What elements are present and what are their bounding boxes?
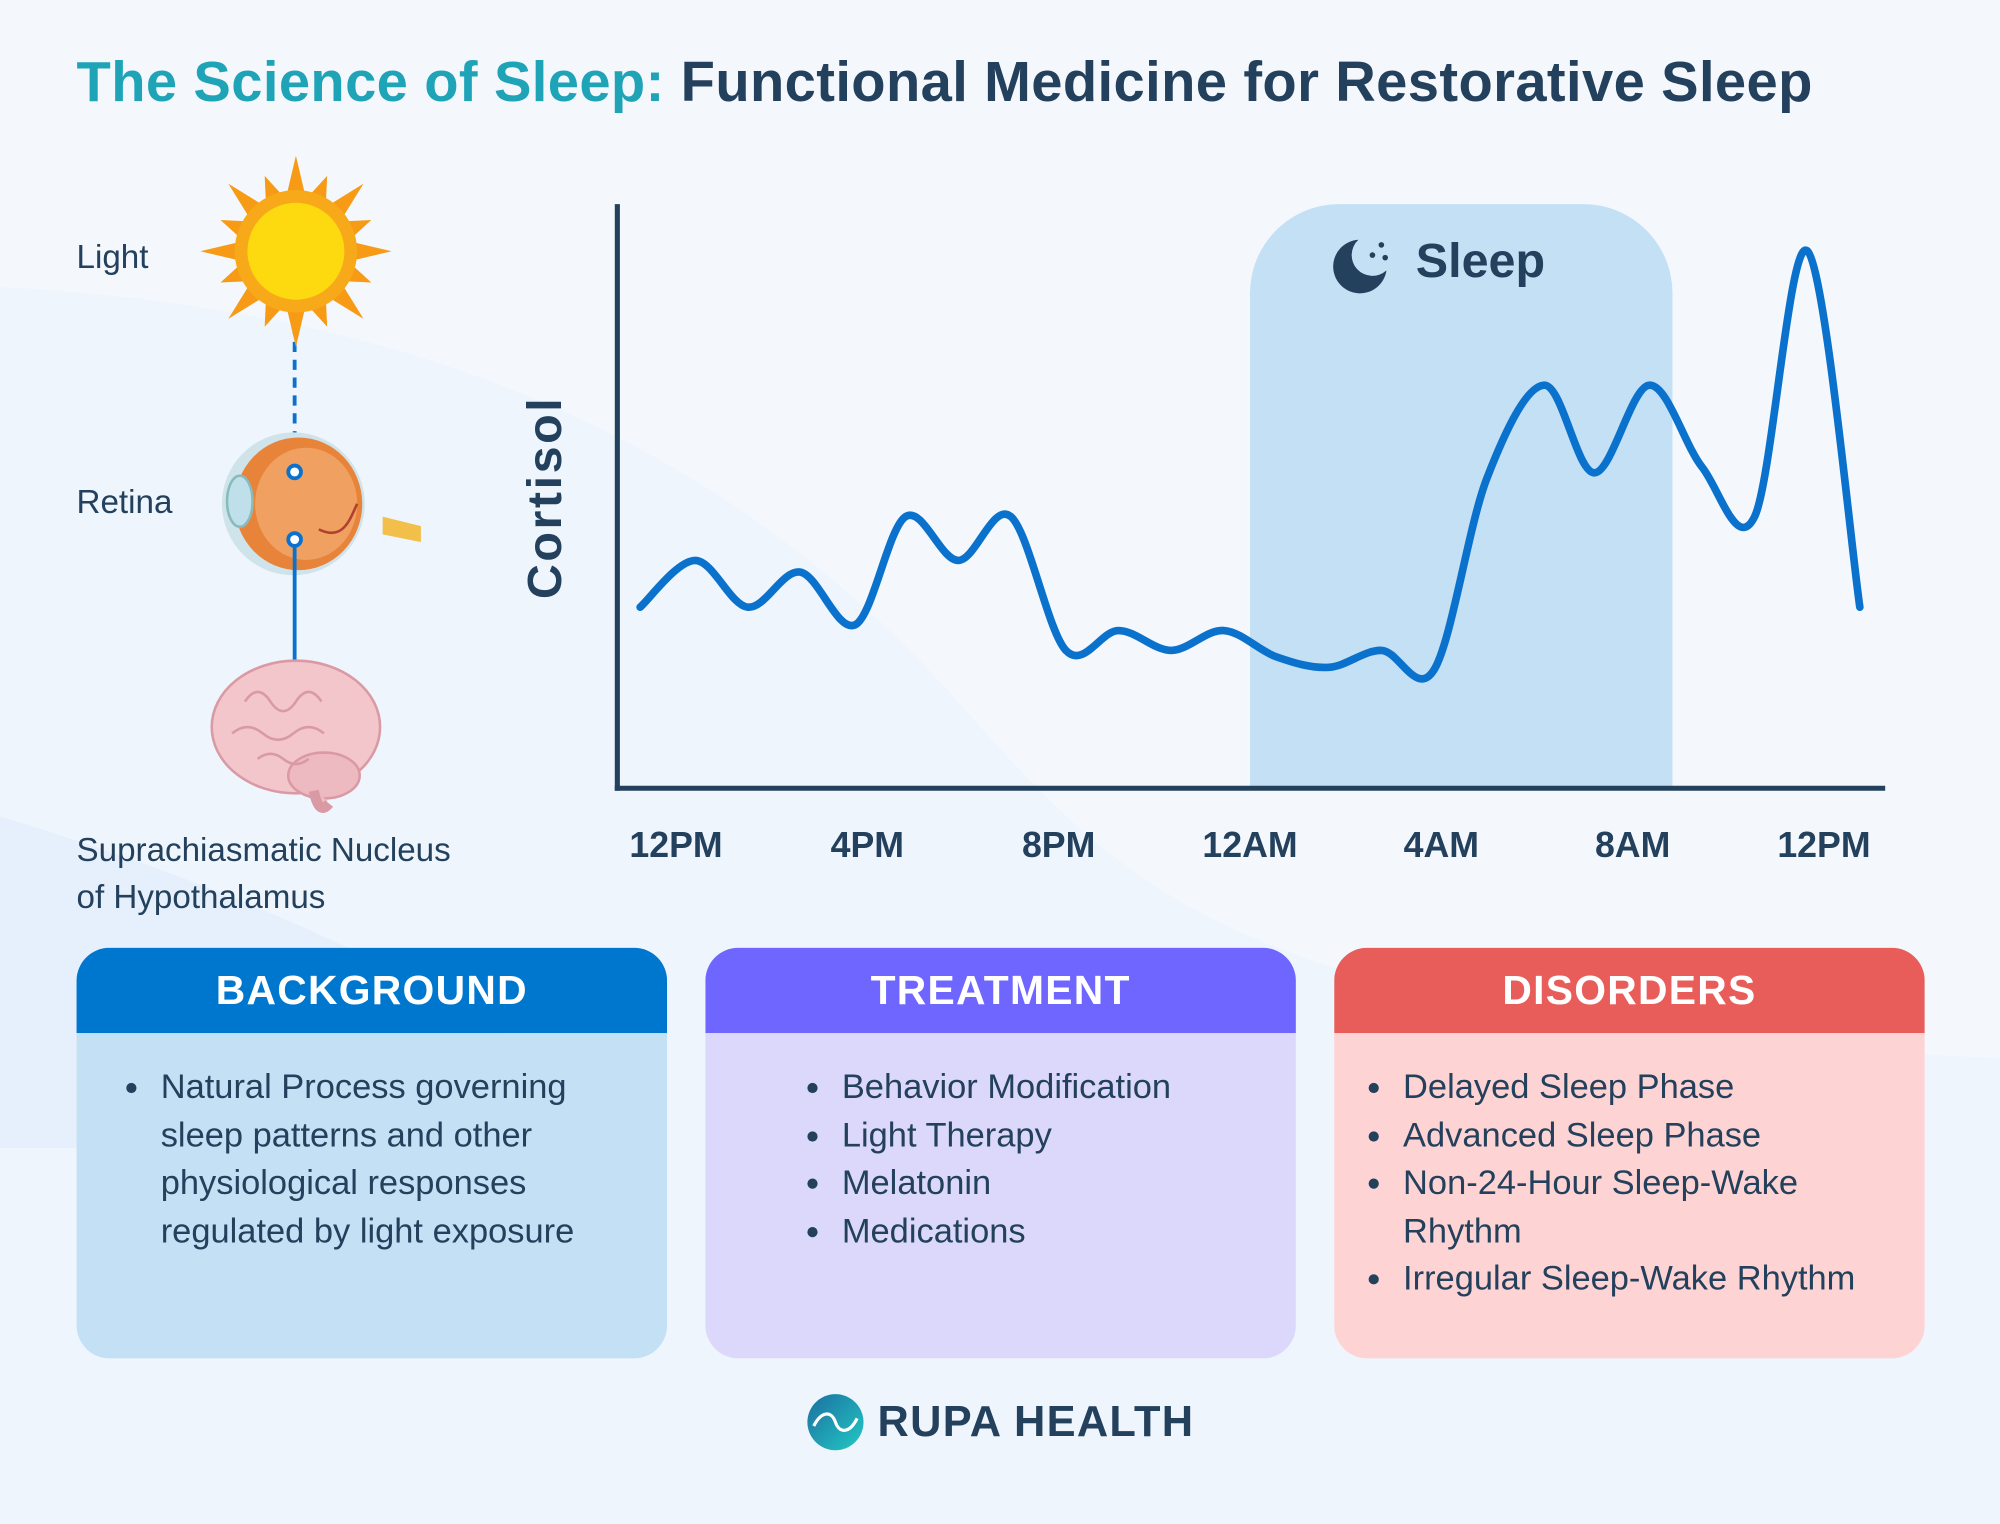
card-list: Behavior ModificationLight TherapyMelato… (705, 1033, 1296, 1255)
list-item: Melatonin (837, 1159, 1271, 1207)
cortisol-line (636, 246, 1864, 683)
scn-label-line1: Suprachiasmatic Nucleus (76, 830, 451, 869)
x-tick-label: 12AM (1202, 825, 1297, 865)
title-highlight: The Science of Sleep: (76, 51, 665, 114)
sun-icon (200, 155, 392, 347)
brain-icon (210, 659, 382, 813)
list-item: Non-24-Hour Sleep-Wake Rhythm (1398, 1159, 1899, 1255)
x-tick-label: 12PM (629, 825, 722, 865)
card-background: BACKGROUND Natural Process governing sle… (76, 947, 668, 1359)
x-tick-label: 8PM (1022, 825, 1095, 865)
scn-label-line2: of Hypothalamus (76, 877, 326, 916)
card-disorders: DISORDERS Delayed Sleep PhaseAdvanced Sl… (1334, 947, 1925, 1359)
light-pathway (200, 155, 421, 813)
list-item: Delayed Sleep Phase (1398, 1064, 1899, 1112)
list-item: Natural Process governing sleep patterns… (156, 1064, 642, 1255)
card-list: Natural Process governing sleep patterns… (77, 1033, 668, 1255)
light-label: Light (76, 237, 149, 276)
list-item: Behavior Modification (837, 1064, 1271, 1112)
list-item: Irregular Sleep-Wake Rhythm (1398, 1255, 1899, 1303)
x-tick-label: 12PM (1777, 825, 1870, 865)
card-header: BACKGROUND (76, 947, 668, 1034)
card-header: TREATMENT (705, 947, 1296, 1034)
card-treatment: TREATMENT Behavior ModificationLight The… (705, 947, 1296, 1359)
card-list: Delayed Sleep PhaseAdvanced Sleep PhaseN… (1334, 1033, 1925, 1303)
brand-name: RUPA HEALTH (877, 1397, 1195, 1446)
sleep-label: Sleep (1416, 234, 1545, 288)
rupa-logo-icon (807, 1394, 864, 1451)
x-tick-label: 4PM (831, 825, 904, 865)
retina-label: Retina (76, 482, 173, 521)
y-axis-label: Cortisol (518, 396, 572, 599)
list-item: Advanced Sleep Phase (1398, 1112, 1899, 1160)
rupa-health-logo: RUPA HEALTH (806, 1393, 1194, 1452)
moon-icon (1333, 239, 1388, 294)
card-header: DISORDERS (1334, 947, 1925, 1034)
cortisol-chart: Sleep Cortisol 12PM 4PM 8PM 12AM 4AM 8AM 12PM (518, 204, 1886, 865)
page-title: The Science of Sleep: Functional Medicin… (77, 51, 1813, 115)
x-tick-label: 8AM (1595, 825, 1670, 865)
scn-label: Suprachiasmatic Nucleus of Hypothalamus (77, 827, 451, 921)
list-item: Medications (837, 1207, 1271, 1255)
x-tick-label: 4AM (1404, 825, 1479, 865)
list-item: Light Therapy (837, 1112, 1271, 1160)
eye-icon (221, 432, 421, 576)
title-rest: Functional Medicine for Restorative Slee… (680, 51, 1813, 114)
sleep-label-group: Sleep (1333, 234, 1545, 294)
